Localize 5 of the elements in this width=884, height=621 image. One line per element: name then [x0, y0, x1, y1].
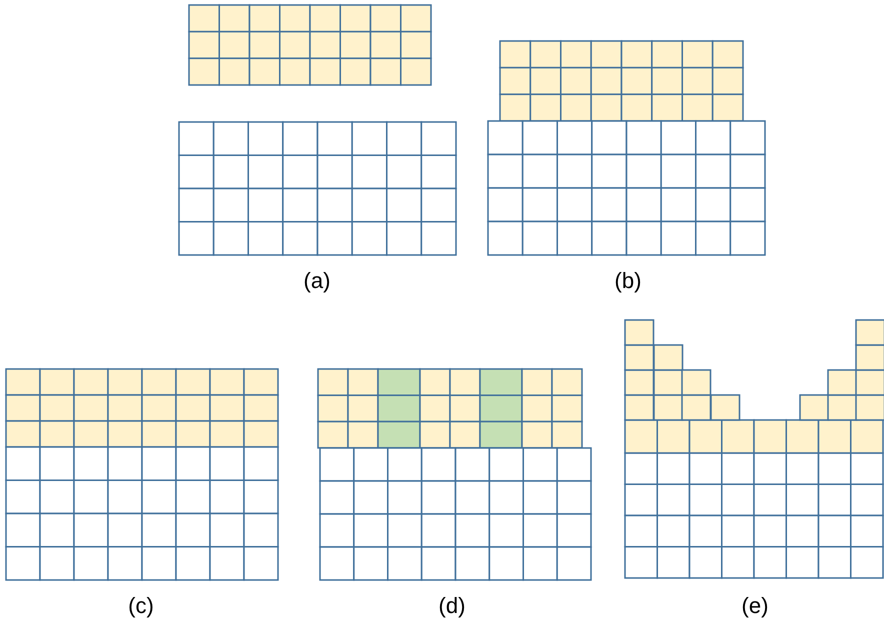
panel-label: (e) [742, 595, 768, 617]
panel-label: (c) [128, 595, 154, 617]
panel-label: (d) [438, 595, 466, 617]
panel-label: (b) [614, 270, 642, 292]
panel-label: (a) [304, 270, 330, 292]
